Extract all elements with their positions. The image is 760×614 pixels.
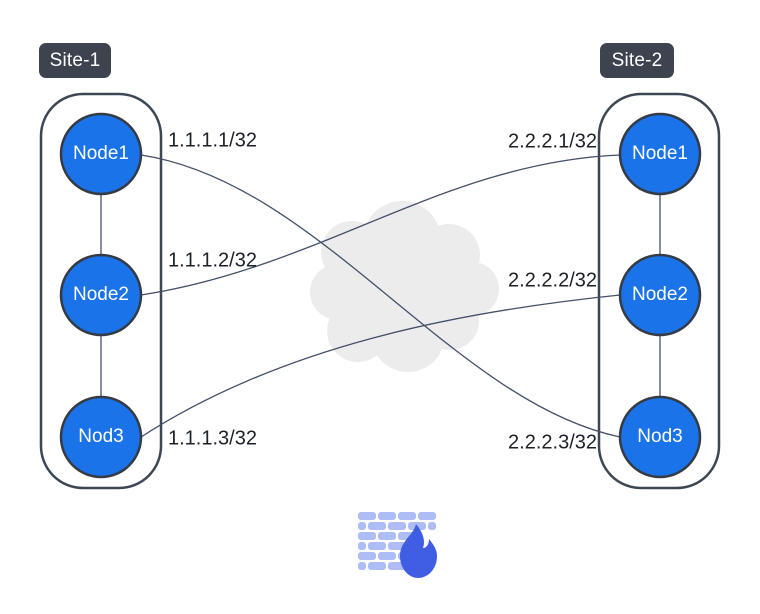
site1-node1-circle — [59, 112, 143, 196]
ip-label-1-1-1-3: 1.1.1.3/32 — [168, 427, 257, 450]
flame-icon — [400, 524, 437, 578]
firewall-icon — [358, 512, 437, 578]
site1-node2-circle — [59, 253, 143, 337]
site1-node1-label: Node1 — [73, 143, 129, 164]
site2-node1-circle — [618, 112, 702, 196]
site2-nod3-label: Nod3 — [637, 426, 683, 447]
site-2-badge: Site-2 — [600, 43, 674, 78]
site1-node2-label: Node2 — [73, 284, 129, 305]
site1-nod3-label: Nod3 — [78, 426, 124, 447]
site-1-badge: Site-1 — [39, 43, 111, 78]
site1-nod3-circle — [59, 395, 143, 479]
site2-node1-label: Node1 — [632, 143, 688, 164]
ip-label-2-2-2-3: 2.2.2.3/32 — [508, 431, 597, 454]
site2-node2-circle — [618, 253, 702, 337]
site2-nod3-circle — [618, 395, 702, 479]
ip-label-1-1-1-1: 1.1.1.1/32 — [168, 129, 257, 152]
link-nod3-to-node2 — [140, 294, 621, 438]
link-node2-to-node1 — [140, 154, 621, 296]
site2-node2-label: Node2 — [632, 284, 688, 305]
ip-label-2-2-2-1: 2.2.2.1/32 — [508, 130, 597, 153]
link-node1-to-nod3 — [140, 154, 621, 438]
cloud-icon — [310, 201, 499, 372]
ip-label-1-1-1-2: 1.1.1.2/32 — [168, 249, 257, 272]
ip-label-2-2-2-2: 2.2.2.2/32 — [508, 269, 597, 292]
